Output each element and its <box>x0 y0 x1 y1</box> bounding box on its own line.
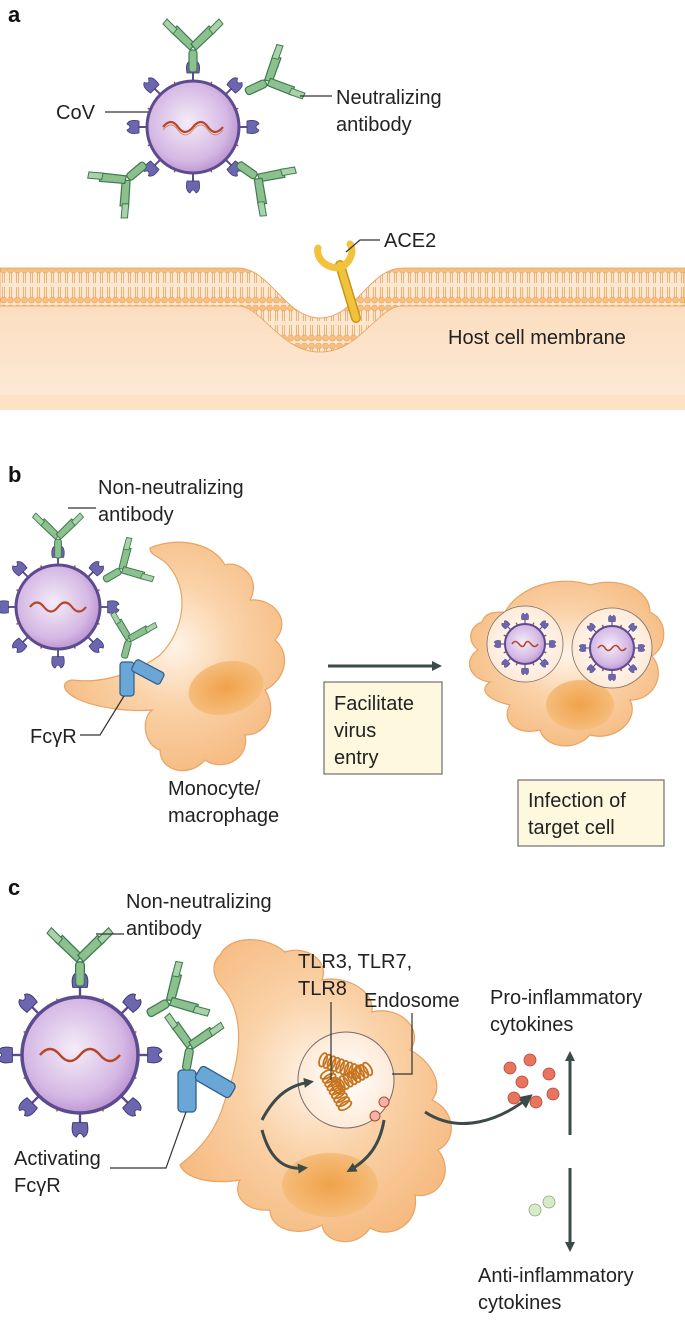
spike-protein-icon <box>0 1045 24 1065</box>
spike-protein-icon <box>126 119 148 135</box>
panel-b-letter: b <box>8 462 21 487</box>
tlr-coil-segment <box>335 1096 350 1108</box>
tlr-coil-segment <box>350 1068 362 1083</box>
panel-a: a ACE2 Host cell membrane <box>0 2 685 410</box>
spike-protein-icon <box>185 172 201 194</box>
tlr-coil-segment <box>362 1061 374 1077</box>
pro-inflammatory-label: Pro-inflammatory cytokines <box>490 987 648 1036</box>
fcgr-label-b: FcγR <box>30 726 77 748</box>
monocyte-macrophage-label: Monocyte/ macrophage <box>168 778 279 827</box>
spike-protein-icon <box>99 599 120 615</box>
tlr-coil-segment <box>358 1064 370 1079</box>
tlr-label: TLR3, TLR7, TLR8 <box>298 951 418 1000</box>
activating-fcgr-receptor <box>177 1065 236 1113</box>
spike-protein-icon <box>238 119 260 135</box>
signal-arrow-1 <box>260 1077 314 1121</box>
host-cell-membrane <box>0 267 685 410</box>
signal-arrow-3 <box>346 1119 386 1172</box>
cov-label: CoV <box>56 102 96 124</box>
monocyte-macrophage-cell <box>63 541 286 772</box>
tlr-coil-segment <box>342 1073 354 1088</box>
cov-virion-a <box>126 60 260 194</box>
tlr-ligand-1 <box>378 1096 390 1108</box>
facilitate-box <box>323 681 443 775</box>
facilitate-entry-label: Facilitate virus entry <box>334 693 420 769</box>
anti-inflammatory-label: Anti-inflammatory cytokines <box>478 1265 639 1314</box>
ace2-leader <box>345 239 380 253</box>
spike-protein-icon <box>50 648 66 669</box>
tlr-coil-segment <box>337 1100 353 1112</box>
signal-arrow-2 <box>260 1129 308 1174</box>
ace2-receptor <box>314 240 361 323</box>
tlr-coil-segment <box>339 1059 350 1076</box>
spike-protein-icon <box>136 1045 164 1065</box>
internalized-virus-2 <box>578 614 646 682</box>
tlr-coil-segment <box>318 1052 329 1068</box>
tlr-coil-segment <box>328 1084 344 1096</box>
tlr-coil-segment <box>333 1092 348 1104</box>
endosome-leader <box>392 1013 413 1075</box>
tlr-coil-segment <box>354 1066 366 1081</box>
tlr-coil-segment <box>324 1076 339 1088</box>
cov-virion-c <box>0 971 164 1139</box>
macrophage-nucleus-c <box>282 1153 378 1217</box>
infection-label: Infection of target cell <box>528 790 631 839</box>
tlr-coil-segment <box>335 1058 345 1074</box>
spike-protein-icon <box>0 599 17 615</box>
endosome-label: Endosome <box>364 990 460 1012</box>
macrophage-nucleus <box>188 661 264 715</box>
non-neutralizing-label-b: Non-neutralizing antibody <box>98 477 249 526</box>
fcgr-leader-b <box>80 695 125 736</box>
activating-fcgr-leader <box>110 1111 187 1169</box>
spike-protein-icon <box>70 1111 90 1139</box>
fcgr-receptor-b <box>119 659 165 697</box>
cov-virion-b <box>0 545 120 669</box>
tlr-coil-segment <box>326 1080 341 1092</box>
tlr-coil-segment <box>319 1068 335 1080</box>
tlr-receptors <box>318 1052 374 1112</box>
ace2-label: ACE2 <box>384 230 436 252</box>
activating-fcgr-label: Activating FcγR <box>14 1148 106 1197</box>
anti-inflammatory-cytokines <box>528 1195 556 1217</box>
panel-a-letter: a <box>8 2 21 27</box>
cytokine-release-arrow <box>424 1094 533 1126</box>
pro-inflammatory-cytokines <box>503 1053 560 1109</box>
panel-b: b FcγR Non-neutralizing antibody Monocy <box>0 462 665 847</box>
neutralizing-antibody-label: Neutralizing antibody <box>336 87 447 136</box>
tlr-coil-segment <box>331 1088 346 1100</box>
host-membrane-label: Host cell membrane <box>448 327 626 349</box>
tlr-coil-segment <box>338 1075 350 1090</box>
tlr-ligand-2 <box>369 1110 381 1122</box>
target-cell-nucleus <box>546 680 614 730</box>
tlr-coil-segment <box>322 1072 337 1084</box>
panel-c-letter: c <box>8 875 20 900</box>
panel-c: c TLR3, TLR7, TLR8 Endosome Activating F… <box>0 875 648 1314</box>
tlr-coil-segment <box>346 1070 358 1086</box>
non-neutralizing-label-c: Non-neutralizing antibody <box>126 891 277 940</box>
infection-box <box>517 779 665 847</box>
internalized-virus-1 <box>493 612 557 676</box>
